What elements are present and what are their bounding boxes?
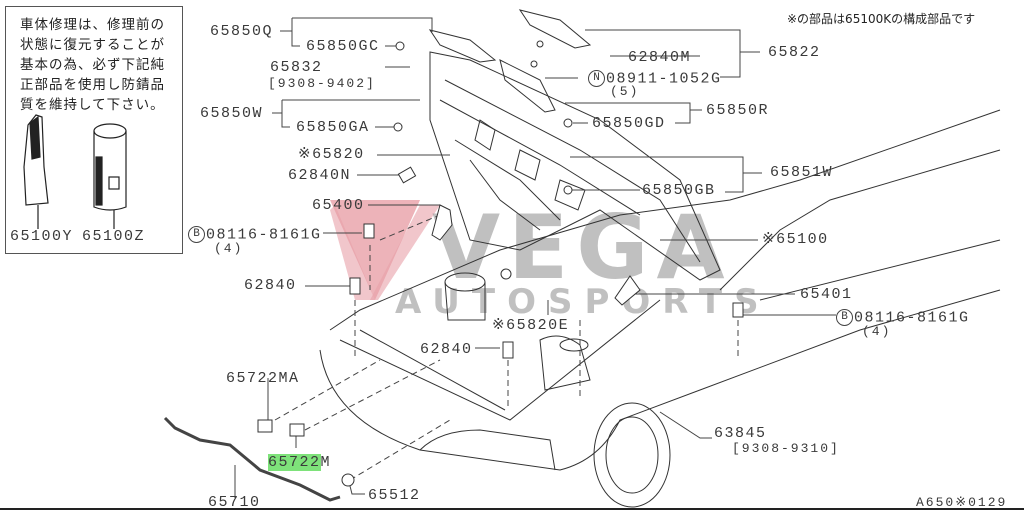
header-note: ※の部品は65100Kの構成部品です: [787, 12, 976, 26]
part-range-63845: [9308-9310]: [732, 441, 840, 456]
part-label-65722m[interactable]: 65722M: [268, 454, 332, 471]
bolt-left-number: 08116-8161G: [206, 226, 322, 244]
highlighted-part-number: 65722: [268, 454, 321, 471]
sealant-tube-icon: [23, 114, 49, 229]
part-label-65850gc[interactable]: 65850GC: [306, 38, 380, 55]
part-label-65820e[interactable]: ※65820E: [492, 317, 570, 334]
nut-n-marker-icon: N: [588, 70, 605, 87]
part-label-65512[interactable]: 65512: [368, 487, 421, 504]
part-label-65850w[interactable]: 65850W: [200, 105, 264, 122]
part-suffix: M: [320, 454, 332, 471]
part-label-65722ma[interactable]: 65722MA: [226, 370, 300, 387]
bolt-b-marker-icon: B: [188, 226, 205, 243]
part-label-65822[interactable]: 65822: [768, 44, 821, 61]
spray-can-icon: [93, 123, 127, 229]
hood-panel: [429, 51, 721, 281]
bolt-right-qty: (4): [862, 324, 892, 339]
watermark-sub: AUTOSPORTS: [395, 282, 771, 322]
bolt-right-number: 08116-8161G: [854, 309, 970, 327]
part-label-65401[interactable]: 65401: [800, 286, 853, 303]
bolt-b-marker-icon: B: [836, 309, 853, 326]
part-label-65400[interactable]: 65400: [312, 197, 365, 214]
repair-products-illustration: [23, 114, 127, 229]
nut-number: 08911-1052G: [606, 70, 722, 88]
repair-note-text: 車体修理は、修理前の状態に復元することが基本の為、必ず下記純正部品を使用し防錆品…: [20, 17, 165, 113]
part-label-62840m[interactable]: 62840M: [628, 49, 692, 66]
repair-note-box: 車体修理は、修理前の状態に復元することが基本の為、必ず下記純正部品を使用し防錆品…: [5, 6, 183, 254]
part-label-65850gd[interactable]: 65850GD: [592, 115, 666, 132]
diagram-code: A650※0129: [916, 495, 1008, 510]
leader-lines: [234, 17, 836, 498]
part-label-65850r[interactable]: 65850R: [706, 102, 770, 119]
part-label-62840n[interactable]: 62840N: [288, 167, 352, 184]
part-label-65850gb[interactable]: 65850GB: [642, 182, 716, 199]
watermark-brand: VEGA: [432, 196, 733, 299]
car-body: [319, 109, 1001, 508]
nut-qty: (5): [610, 84, 640, 99]
part-label-65850ga[interactable]: 65850GA: [296, 119, 370, 136]
part-label-65100z[interactable]: 65100Z: [82, 228, 146, 245]
part-label-65851w[interactable]: 65851W: [770, 164, 834, 181]
part-range-65832: [9308-9402]: [268, 76, 376, 91]
part-label-62840-mid[interactable]: 62840: [420, 341, 473, 358]
part-label-65820[interactable]: ※65820: [298, 146, 365, 163]
part-label-65850q[interactable]: 65850Q: [210, 23, 274, 40]
bolt-left-qty: (4): [214, 241, 244, 256]
part-label-65100[interactable]: ※65100: [762, 231, 829, 248]
part-label-65832[interactable]: 65832: [270, 59, 323, 76]
part-label-65710[interactable]: 65710: [208, 494, 261, 511]
part-label-63845[interactable]: 63845: [714, 425, 767, 442]
part-label-65100y[interactable]: 65100Y: [10, 228, 74, 245]
part-label-62840-left[interactable]: 62840: [244, 277, 297, 294]
